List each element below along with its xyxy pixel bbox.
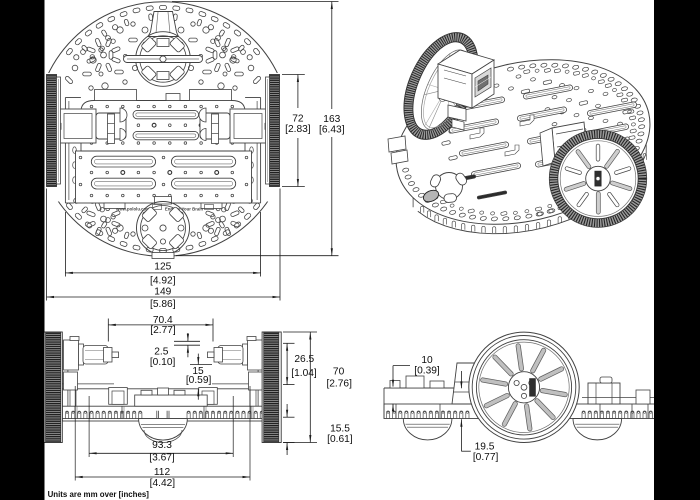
svg-text:[0.61]: [0.61] — [327, 434, 353, 445]
svg-text:10: 10 — [421, 355, 433, 366]
svg-text:26.5: 26.5 — [294, 354, 314, 365]
svg-text:15: 15 — [192, 366, 204, 377]
svg-text:70.4: 70.4 — [153, 315, 173, 326]
svg-text:[2.77]: [2.77] — [150, 325, 176, 336]
svg-text:Engage Your Brain: Engage Your Brain — [165, 206, 204, 211]
svg-text:[5.86]: [5.86] — [150, 299, 176, 310]
svg-text:[1.04]: [1.04] — [291, 368, 317, 379]
svg-text:[2.83]: [2.83] — [285, 124, 311, 135]
svg-text:[4.42]: [4.42] — [150, 478, 176, 489]
svg-text:Units are mm over [inches]: Units are mm over [inches] — [48, 490, 150, 499]
svg-text:[0.77]: [0.77] — [473, 452, 499, 463]
svg-text:[0.39]: [0.39] — [414, 365, 440, 376]
svg-text:149: 149 — [154, 287, 171, 298]
svg-text:70: 70 — [333, 367, 345, 378]
svg-text:[0.10]: [0.10] — [150, 357, 176, 368]
svg-text:[3.67]: [3.67] — [149, 452, 175, 463]
svg-text:19.5: 19.5 — [475, 442, 495, 453]
svg-text:[2.76]: [2.76] — [326, 378, 352, 389]
svg-text:72: 72 — [292, 114, 304, 125]
svg-text:[6.43]: [6.43] — [319, 124, 345, 135]
svg-text:[4.92]: [4.92] — [150, 275, 176, 286]
svg-text:2.5: 2.5 — [154, 347, 168, 358]
svg-text:[0.59]: [0.59] — [186, 375, 212, 386]
svg-text:www.pololu.com: www.pololu.com — [115, 206, 150, 211]
svg-text:93.3: 93.3 — [152, 440, 172, 451]
svg-text:15.5: 15.5 — [330, 423, 350, 434]
svg-text:112: 112 — [154, 467, 171, 478]
svg-text:125: 125 — [154, 262, 171, 273]
svg-text:163: 163 — [323, 114, 340, 125]
